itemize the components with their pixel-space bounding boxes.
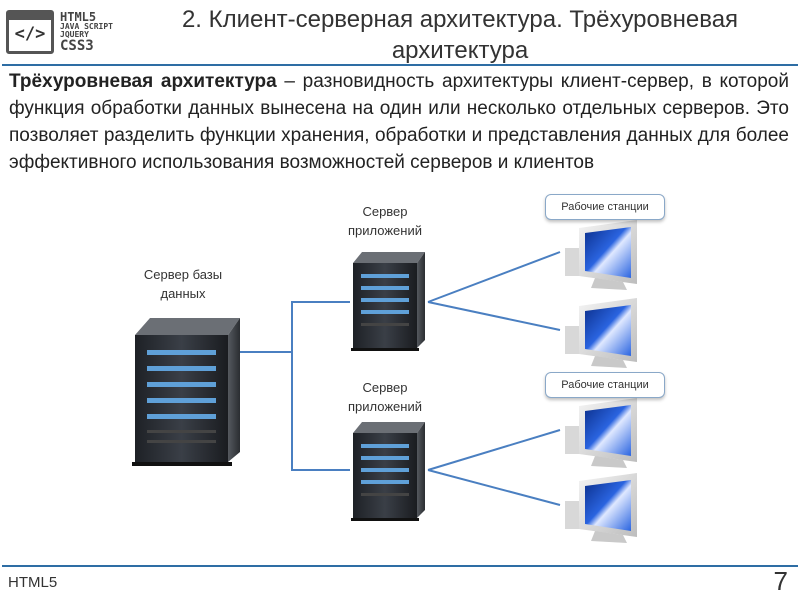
- code-icon: </>: [6, 10, 54, 54]
- db-server-label: Сервер базы данных: [128, 265, 238, 303]
- connectors: [235, 251, 561, 506]
- app-server-icon: [351, 252, 425, 351]
- logo-line: HTML5: [60, 10, 97, 24]
- logo-line: CSS3: [60, 38, 94, 54]
- logo-symbol: </>: [14, 24, 46, 44]
- slide-title: 2. Клиент-серверная архитектура. Трёхуро…: [130, 4, 790, 66]
- app-server-icon: [351, 422, 425, 521]
- logo-line: JQUERY: [60, 30, 89, 39]
- app-server-label-line: Сервер: [362, 380, 408, 395]
- db-server-label-line: данных: [160, 286, 206, 301]
- monitor-icon: [565, 398, 637, 468]
- app-server-label-line: приложений: [348, 399, 422, 414]
- slide-title-line: архитектура: [391, 37, 529, 64]
- logo: </> HTML5 JAVA SCRIPT JQUERY CSS3: [6, 6, 126, 58]
- footer-divider: [2, 565, 798, 567]
- title-divider: [2, 64, 798, 66]
- logo-line: JAVA SCRIPT: [60, 22, 113, 31]
- workstations-label: Рабочие станции: [545, 194, 665, 220]
- app-server-label: Сервер приложений: [330, 378, 440, 416]
- app-server-label: Сервер приложений: [330, 202, 440, 240]
- connector-app2-to-ws3: [427, 429, 561, 471]
- footer-label: HTML5: [8, 574, 58, 591]
- connector-db-to-app2: [291, 352, 350, 471]
- db-server-icon: [132, 318, 240, 466]
- app-server-label-line: приложений: [348, 223, 422, 238]
- logo-text: HTML5 JAVA SCRIPT JQUERY CSS3: [60, 11, 113, 53]
- monitor-icon: [565, 473, 637, 543]
- connector-db-to-app1: [235, 301, 350, 353]
- monitor-icon: [565, 298, 637, 368]
- db-server-label-line: Сервер базы: [143, 267, 223, 282]
- intro-paragraph: Трёхуровневая архитектура – разновидност…: [9, 68, 789, 176]
- connector-app1-to-ws1: [427, 251, 561, 303]
- slide-title-line: 2. Клиент-серверная архитектура. Трёхуро…: [181, 6, 739, 33]
- app-server-label-line: Сервер: [362, 204, 408, 219]
- intro-text: – разновидность архитектуры клиент-серве…: [9, 71, 789, 173]
- intro-term: Трёхуровневая архитектура: [9, 71, 277, 92]
- workstations-label: Рабочие станции: [545, 372, 665, 398]
- connector-app1-to-ws2: [427, 301, 561, 331]
- page-number: 7: [773, 566, 788, 596]
- connector-app2-to-ws4: [427, 469, 561, 506]
- monitor-icon: [565, 220, 637, 290]
- diagram-canvas: [132, 220, 637, 543]
- three-tier-diagram: Сервер базы данных Сервер приложений Сер…: [0, 190, 800, 560]
